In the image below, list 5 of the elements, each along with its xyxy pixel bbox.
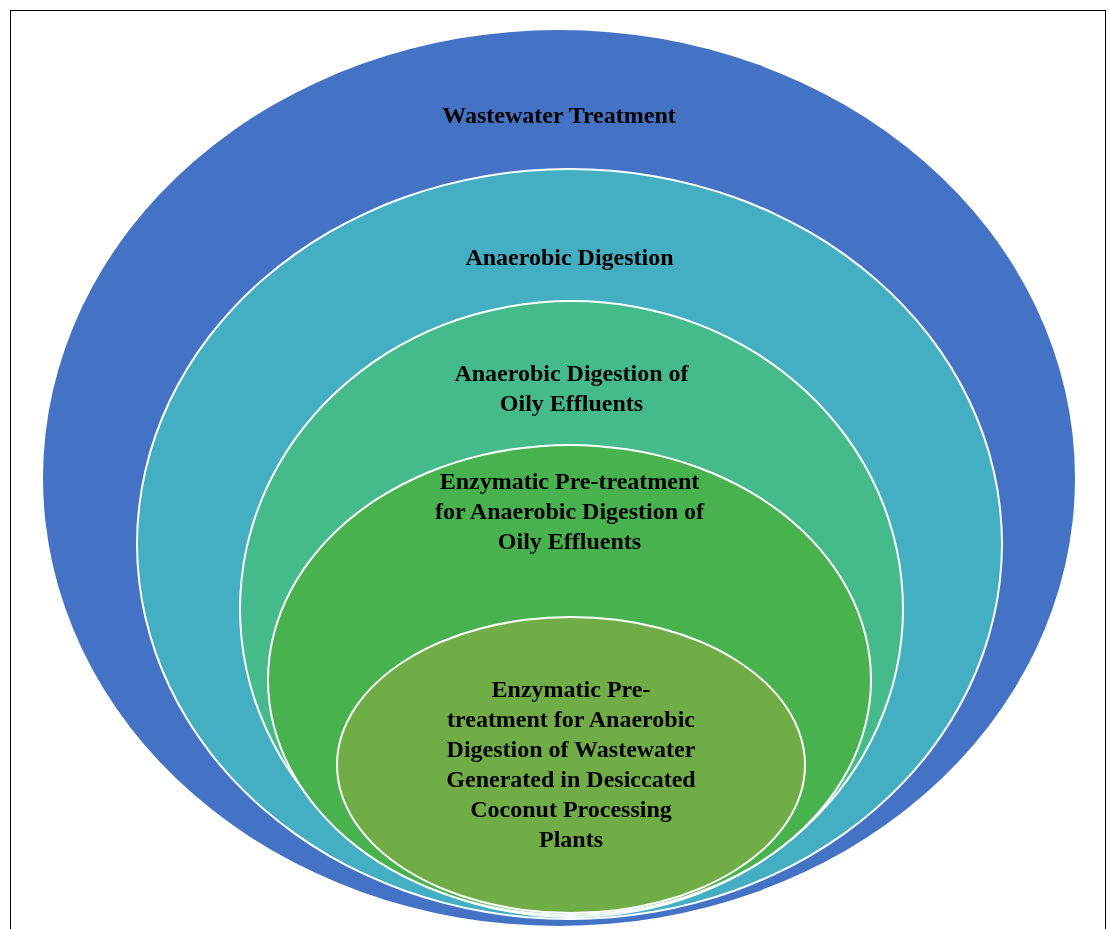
ellipse-label: Anaerobic Digestion of Oily Effluents (453, 359, 690, 418)
ellipse-label: Enzymatic Pre-treatment for Anaerobic Digestion of Wastewater Generated in Desiccated Coconut Processing Plants (445, 675, 697, 854)
ellipse-label: Enzymatic Pre-treatment for Anaerobic Digestion of Oily Effluents (433, 467, 706, 556)
ellipse-label: Wastewater Treatment (441, 101, 677, 130)
ellipse-label: Anaerobic Digestion (464, 243, 675, 272)
